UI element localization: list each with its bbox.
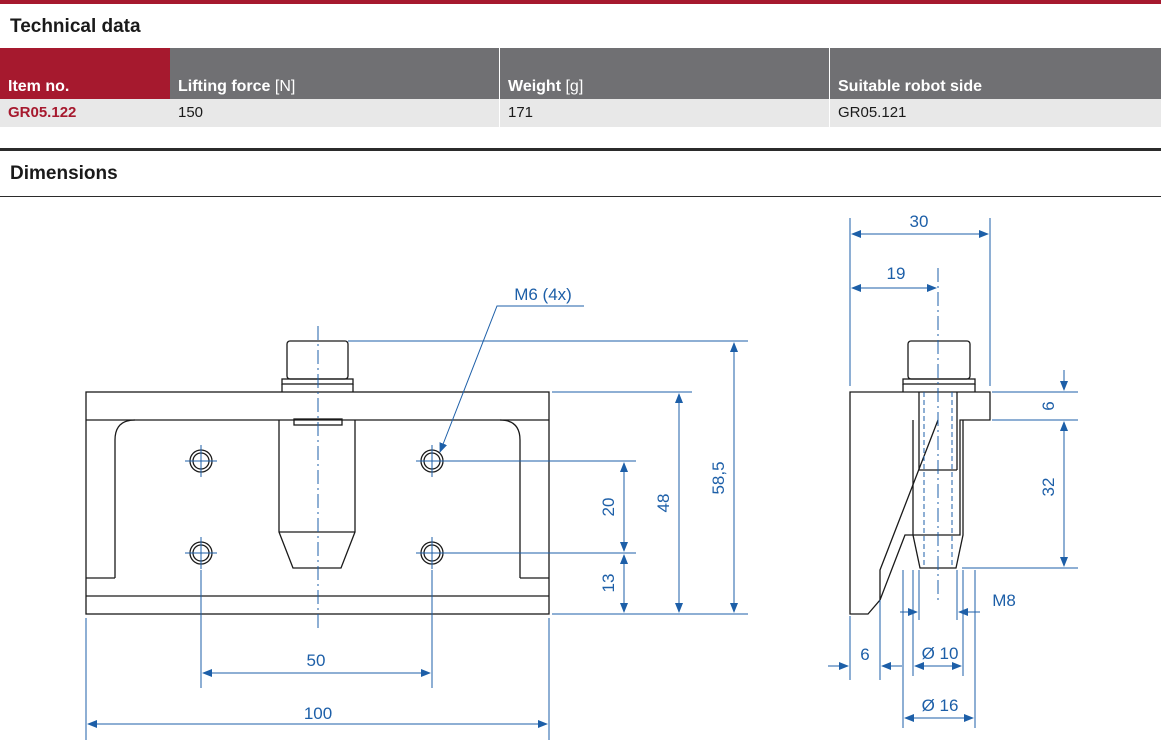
column-unit: [N] (274, 78, 296, 95)
dim-body-height-label: 48 (654, 494, 673, 513)
dim-hole-from-bottom-label: 13 (599, 574, 618, 593)
dim-flange-label: 6 (1039, 401, 1058, 410)
column-header-weight: Weight [g] (500, 48, 829, 99)
dim-width-label: 100 (304, 704, 332, 723)
side-view-dimensions (828, 218, 1078, 728)
column-header-item-no: Item no. (0, 48, 170, 99)
cell-lifting-force: 150 (170, 99, 499, 127)
dim-pin-offset-label: 19 (887, 264, 906, 283)
dim-pin-dia-label: Ø 10 (922, 644, 959, 663)
dim-head-dia-label: Ø 16 (922, 696, 959, 715)
cell-weight: 171 (500, 99, 829, 127)
section-divider (0, 148, 1161, 151)
column-label: Suitable robot side (838, 78, 983, 95)
column-label: Weight (508, 78, 562, 95)
dim-total-height-label: 58,5 (709, 461, 728, 494)
dim-base-label: 6 (860, 645, 869, 664)
dim-hole-spacing-x-label: 50 (307, 651, 326, 670)
cell-robot-side: GR05.121 (830, 99, 1161, 127)
front-view-dimensions (85, 305, 748, 740)
thread-callout-label: M6 (4x) (514, 285, 572, 304)
technical-data-heading: Technical data (10, 16, 141, 37)
dim-pin-length-label: 32 (1039, 478, 1058, 497)
column-header-lifting-force: Lifting force [N] (170, 48, 499, 99)
top-accent-bar (0, 0, 1161, 4)
dimensions-heading: Dimensions (10, 163, 118, 184)
dim-thread-label: M8 (992, 591, 1016, 610)
cell-item-no: GR05.122 (0, 99, 170, 127)
dim-hole-spacing-y-label: 20 (599, 498, 618, 517)
column-label: Item no. (8, 78, 70, 95)
column-unit: [g] (565, 78, 584, 95)
column-header-robot-side: Suitable robot side (830, 48, 1161, 99)
column-label: Lifting force (178, 78, 271, 95)
dim-depth-label: 30 (910, 212, 929, 231)
side-view-part (849, 340, 991, 615)
section-underline (0, 196, 1161, 197)
